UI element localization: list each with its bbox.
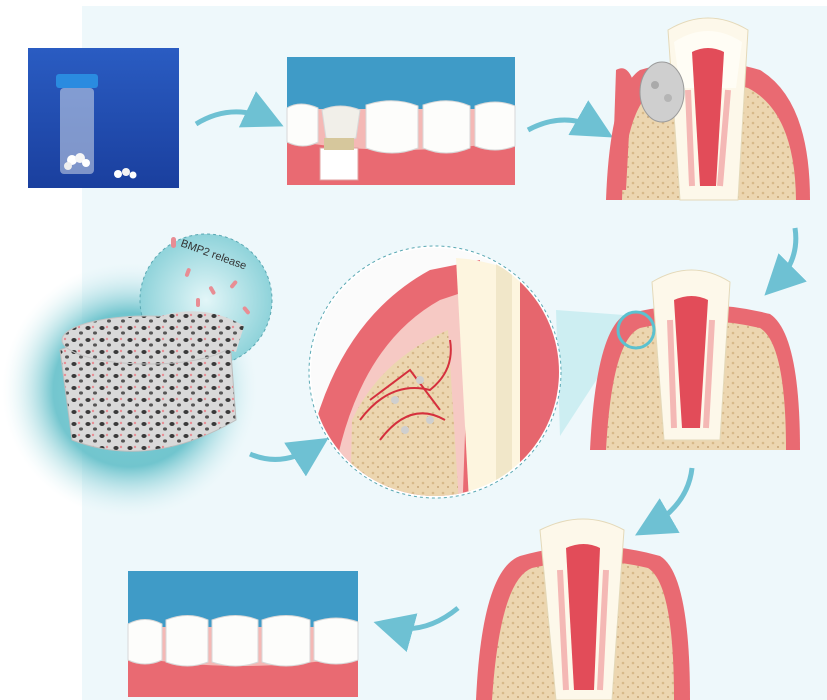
teeth-row-implant-panel	[287, 57, 515, 185]
magnified-tissue-view	[300, 240, 638, 520]
tooth-icon	[652, 270, 730, 440]
arrow-icon	[250, 446, 316, 459]
scaffold-icon	[60, 311, 244, 451]
tooth-cross-section-healed	[476, 519, 690, 700]
teeth-row-healed-panel	[128, 571, 358, 697]
arrow-icon	[648, 468, 692, 528]
arrow-icon	[388, 608, 458, 629]
arrow-icon	[528, 120, 600, 130]
tooth-cross-section-regenerating	[590, 270, 800, 450]
arrow-icon	[775, 228, 796, 285]
scaffold-group: BMP2 release	[2, 234, 272, 518]
arrow-icon	[196, 112, 270, 124]
bmp2-marker-icon	[171, 237, 176, 248]
vial-photo-panel	[28, 48, 179, 188]
tooth-cross-section-defect	[606, 18, 810, 200]
